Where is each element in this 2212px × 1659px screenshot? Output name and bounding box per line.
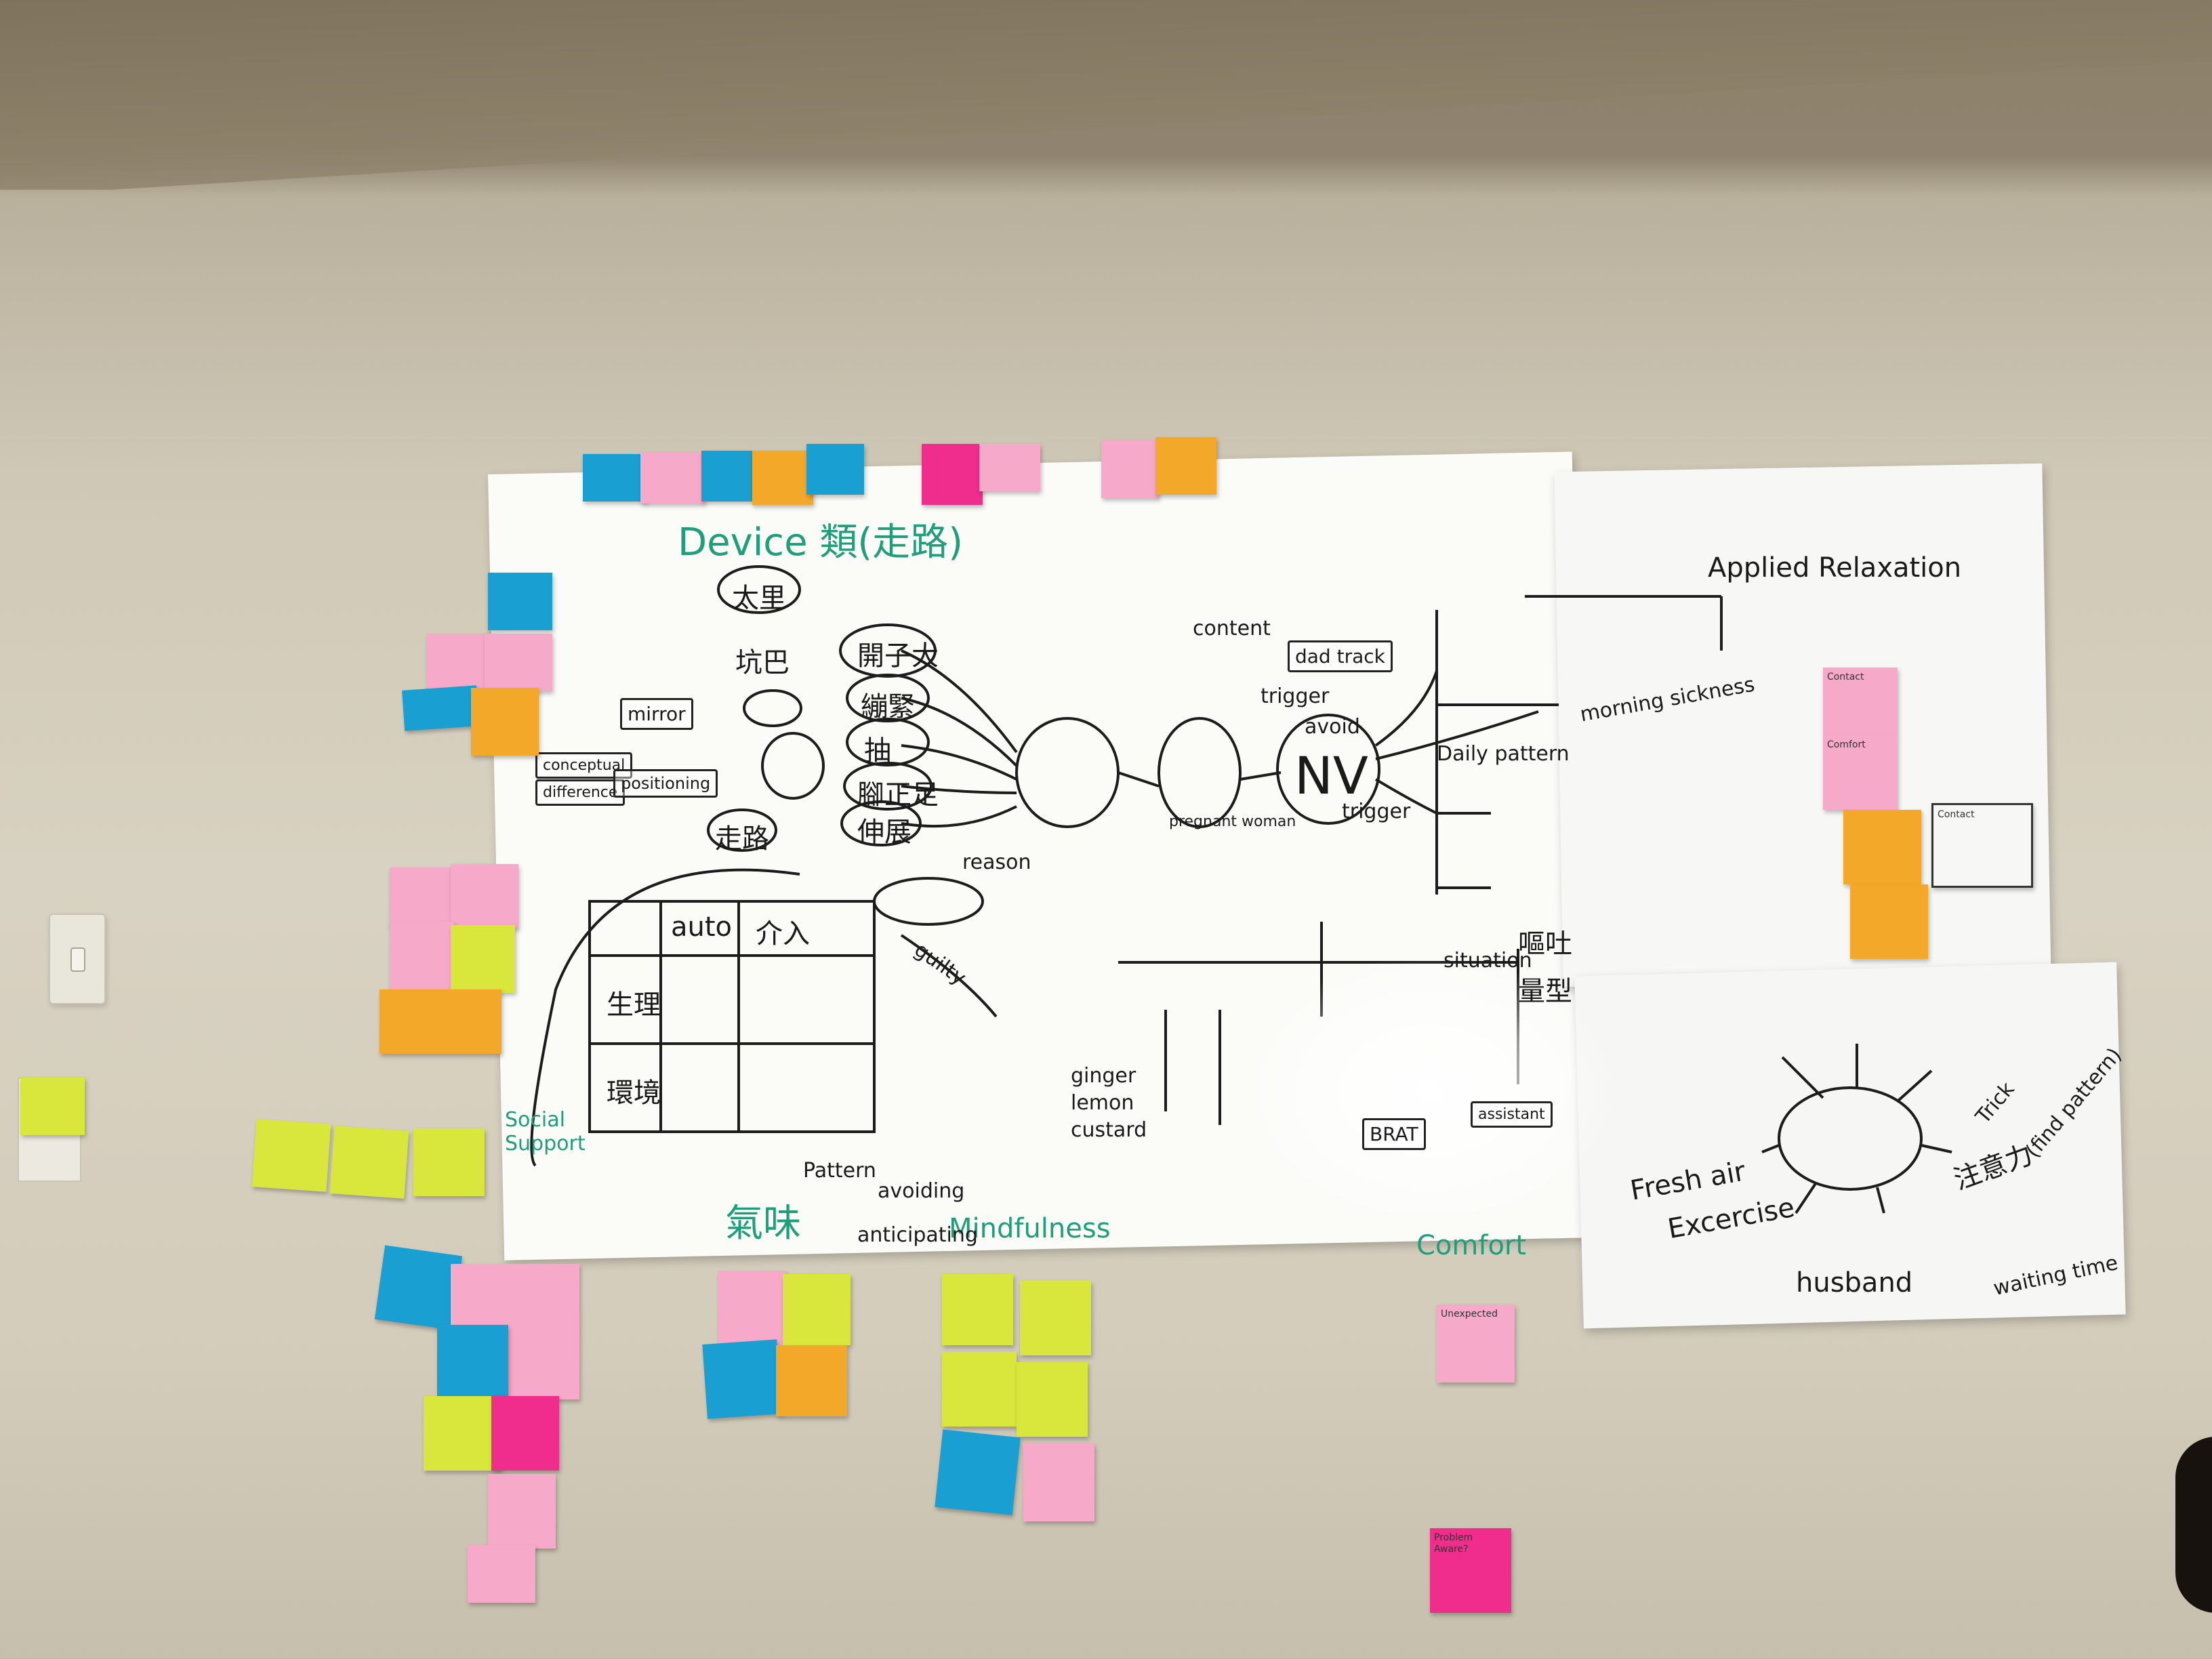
sticky-note-bottom-7: [468, 1545, 535, 1603]
mindfulness-label: Mindfulness: [949, 1213, 1111, 1244]
node-zoulu: 走路: [715, 823, 769, 855]
sticky-note-left-6: [390, 867, 461, 925]
sticky-note-bottom-11: [776, 1345, 847, 1416]
sticky-note-left-1: [488, 573, 552, 630]
sticky-note-bottom-4: [424, 1396, 501, 1471]
sticky-note-bottom-17: [1023, 1443, 1094, 1521]
box-difference: difference: [535, 779, 626, 806]
sticky-note-left-7: [451, 864, 518, 928]
word-outu: 嘔吐: [1518, 928, 1572, 960]
node-chou: 抽: [864, 735, 891, 766]
sticky-note-left-5: [471, 688, 539, 756]
word-lemon: lemon: [1071, 1091, 1134, 1115]
box-brat: BRAT: [1362, 1118, 1426, 1150]
sticky-note-switch: [20, 1078, 85, 1135]
sticky-note-bottom-16: [935, 1429, 1021, 1515]
side-paper-sheet-top: [1554, 463, 2051, 987]
sticky-note-top-5: [806, 444, 864, 495]
box-positioning: positioning: [613, 769, 718, 798]
sticky-note-right-4: [1850, 884, 1928, 959]
sticky-note-top-6: [922, 444, 983, 505]
sticky-note-bottom-3: [437, 1325, 508, 1396]
situation-label: situation: [1443, 949, 1532, 972]
sticky-note-bottom-10: [702, 1339, 782, 1419]
sticky-note-top-1: [583, 454, 647, 501]
sticky-note-left-13: [413, 1128, 485, 1196]
switch-toggle: [70, 947, 85, 972]
daily-pattern-label: Daily pattern: [1437, 742, 1570, 766]
word-avoiding: avoiding: [878, 1179, 965, 1203]
grid-row-environment: 環境: [607, 1078, 661, 1109]
sticky-note-unexpected: Unexpected: [1437, 1305, 1515, 1382]
sticky-note-left-11: [251, 1119, 331, 1192]
sticky-note-left-8: [390, 922, 454, 989]
grid-header-intervene: 介入: [756, 918, 810, 949]
sticky-note-right-3: [1843, 810, 1921, 884]
reason-label: reason: [962, 851, 1031, 874]
nv-node-label: NV: [1294, 745, 1368, 806]
avoid-label: avoid: [1305, 715, 1360, 739]
sticky-note-left-10: [380, 989, 501, 1054]
word-husband: husband: [1796, 1267, 1913, 1298]
sticky-note-left-3: [485, 634, 552, 691]
word-anticipating: anticipating: [857, 1223, 978, 1247]
sticky-note-bottom-8: [718, 1271, 786, 1345]
sticky-note-left-9: [451, 925, 515, 993]
sticky-note-top-9: [1155, 437, 1216, 495]
sticky-note-right-2: Comfort: [1823, 735, 1898, 810]
sticky-note-top-7: [979, 444, 1040, 491]
box-mirror: mirror: [620, 698, 693, 730]
pregnant-woman-label: pregnant woman: [1169, 813, 1296, 830]
node-jiaozhengzu: 腳正足: [857, 779, 939, 811]
sticky-note-bottom-1: [374, 1245, 463, 1330]
sticky-note-bottom-15: [1017, 1362, 1088, 1437]
node-kaizi: 開子大: [857, 640, 939, 672]
applied-relaxation-title: Applied Relaxation: [1708, 552, 1962, 583]
sticky-note-left-12: [329, 1126, 409, 1199]
node-bengjin: 繃緊: [861, 691, 915, 722]
sticky-note-bottom-13: [1020, 1281, 1091, 1355]
box-conceptual: conceptual: [535, 752, 633, 779]
sticky-note-bottom-6: [488, 1474, 556, 1549]
grid-row-physiology: 生理: [607, 989, 661, 1021]
trigger-label: trigger: [1261, 684, 1330, 708]
qiwei-label: 氣味: [725, 1202, 801, 1246]
sticky-note-bottom-14: [942, 1352, 1017, 1427]
word-liangxing: 量型: [1518, 976, 1572, 1007]
sticky-note-top-4: [752, 451, 813, 505]
sticky-note-left-4: [402, 685, 479, 731]
sticky-note-right-5: Contact: [1931, 803, 2033, 888]
sticky-note-bottom-12: [942, 1274, 1013, 1345]
person-silhouette: [2175, 1437, 2212, 1613]
node-taili: 太里: [732, 583, 786, 614]
node-shenzhan: 伸展: [857, 817, 912, 848]
light-switch: [49, 914, 106, 1004]
comfort-label: Comfort: [1416, 1230, 1527, 1261]
device-title: Device 類(走路): [678, 520, 964, 565]
sticky-note-bottom-9: [783, 1274, 851, 1345]
sticky-note-right-1: Contact: [1823, 668, 1898, 735]
sticky-note-problem-aware: Problem Aware?: [1430, 1528, 1511, 1613]
grid-header-auto: auto: [671, 912, 733, 943]
trigger-label-2: trigger: [1342, 800, 1411, 823]
sticky-note-top-2: [640, 453, 705, 504]
sticky-note-top-8: [1101, 441, 1159, 498]
word-ginger: ginger: [1071, 1064, 1136, 1088]
node-kengba: 坑巴: [735, 647, 790, 678]
ceiling: [0, 0, 2212, 190]
sticky-note-bottom-5: [491, 1396, 559, 1471]
social-support-label: Social Support: [505, 1108, 586, 1155]
box-assistant: assistant: [1471, 1101, 1553, 1128]
box-dad-track: dad track: [1288, 640, 1393, 672]
word-custard: custard: [1071, 1118, 1147, 1142]
content-label: content: [1193, 617, 1271, 640]
sticky-note-top-3: [701, 451, 756, 501]
word-pattern: Pattern: [803, 1159, 876, 1183]
